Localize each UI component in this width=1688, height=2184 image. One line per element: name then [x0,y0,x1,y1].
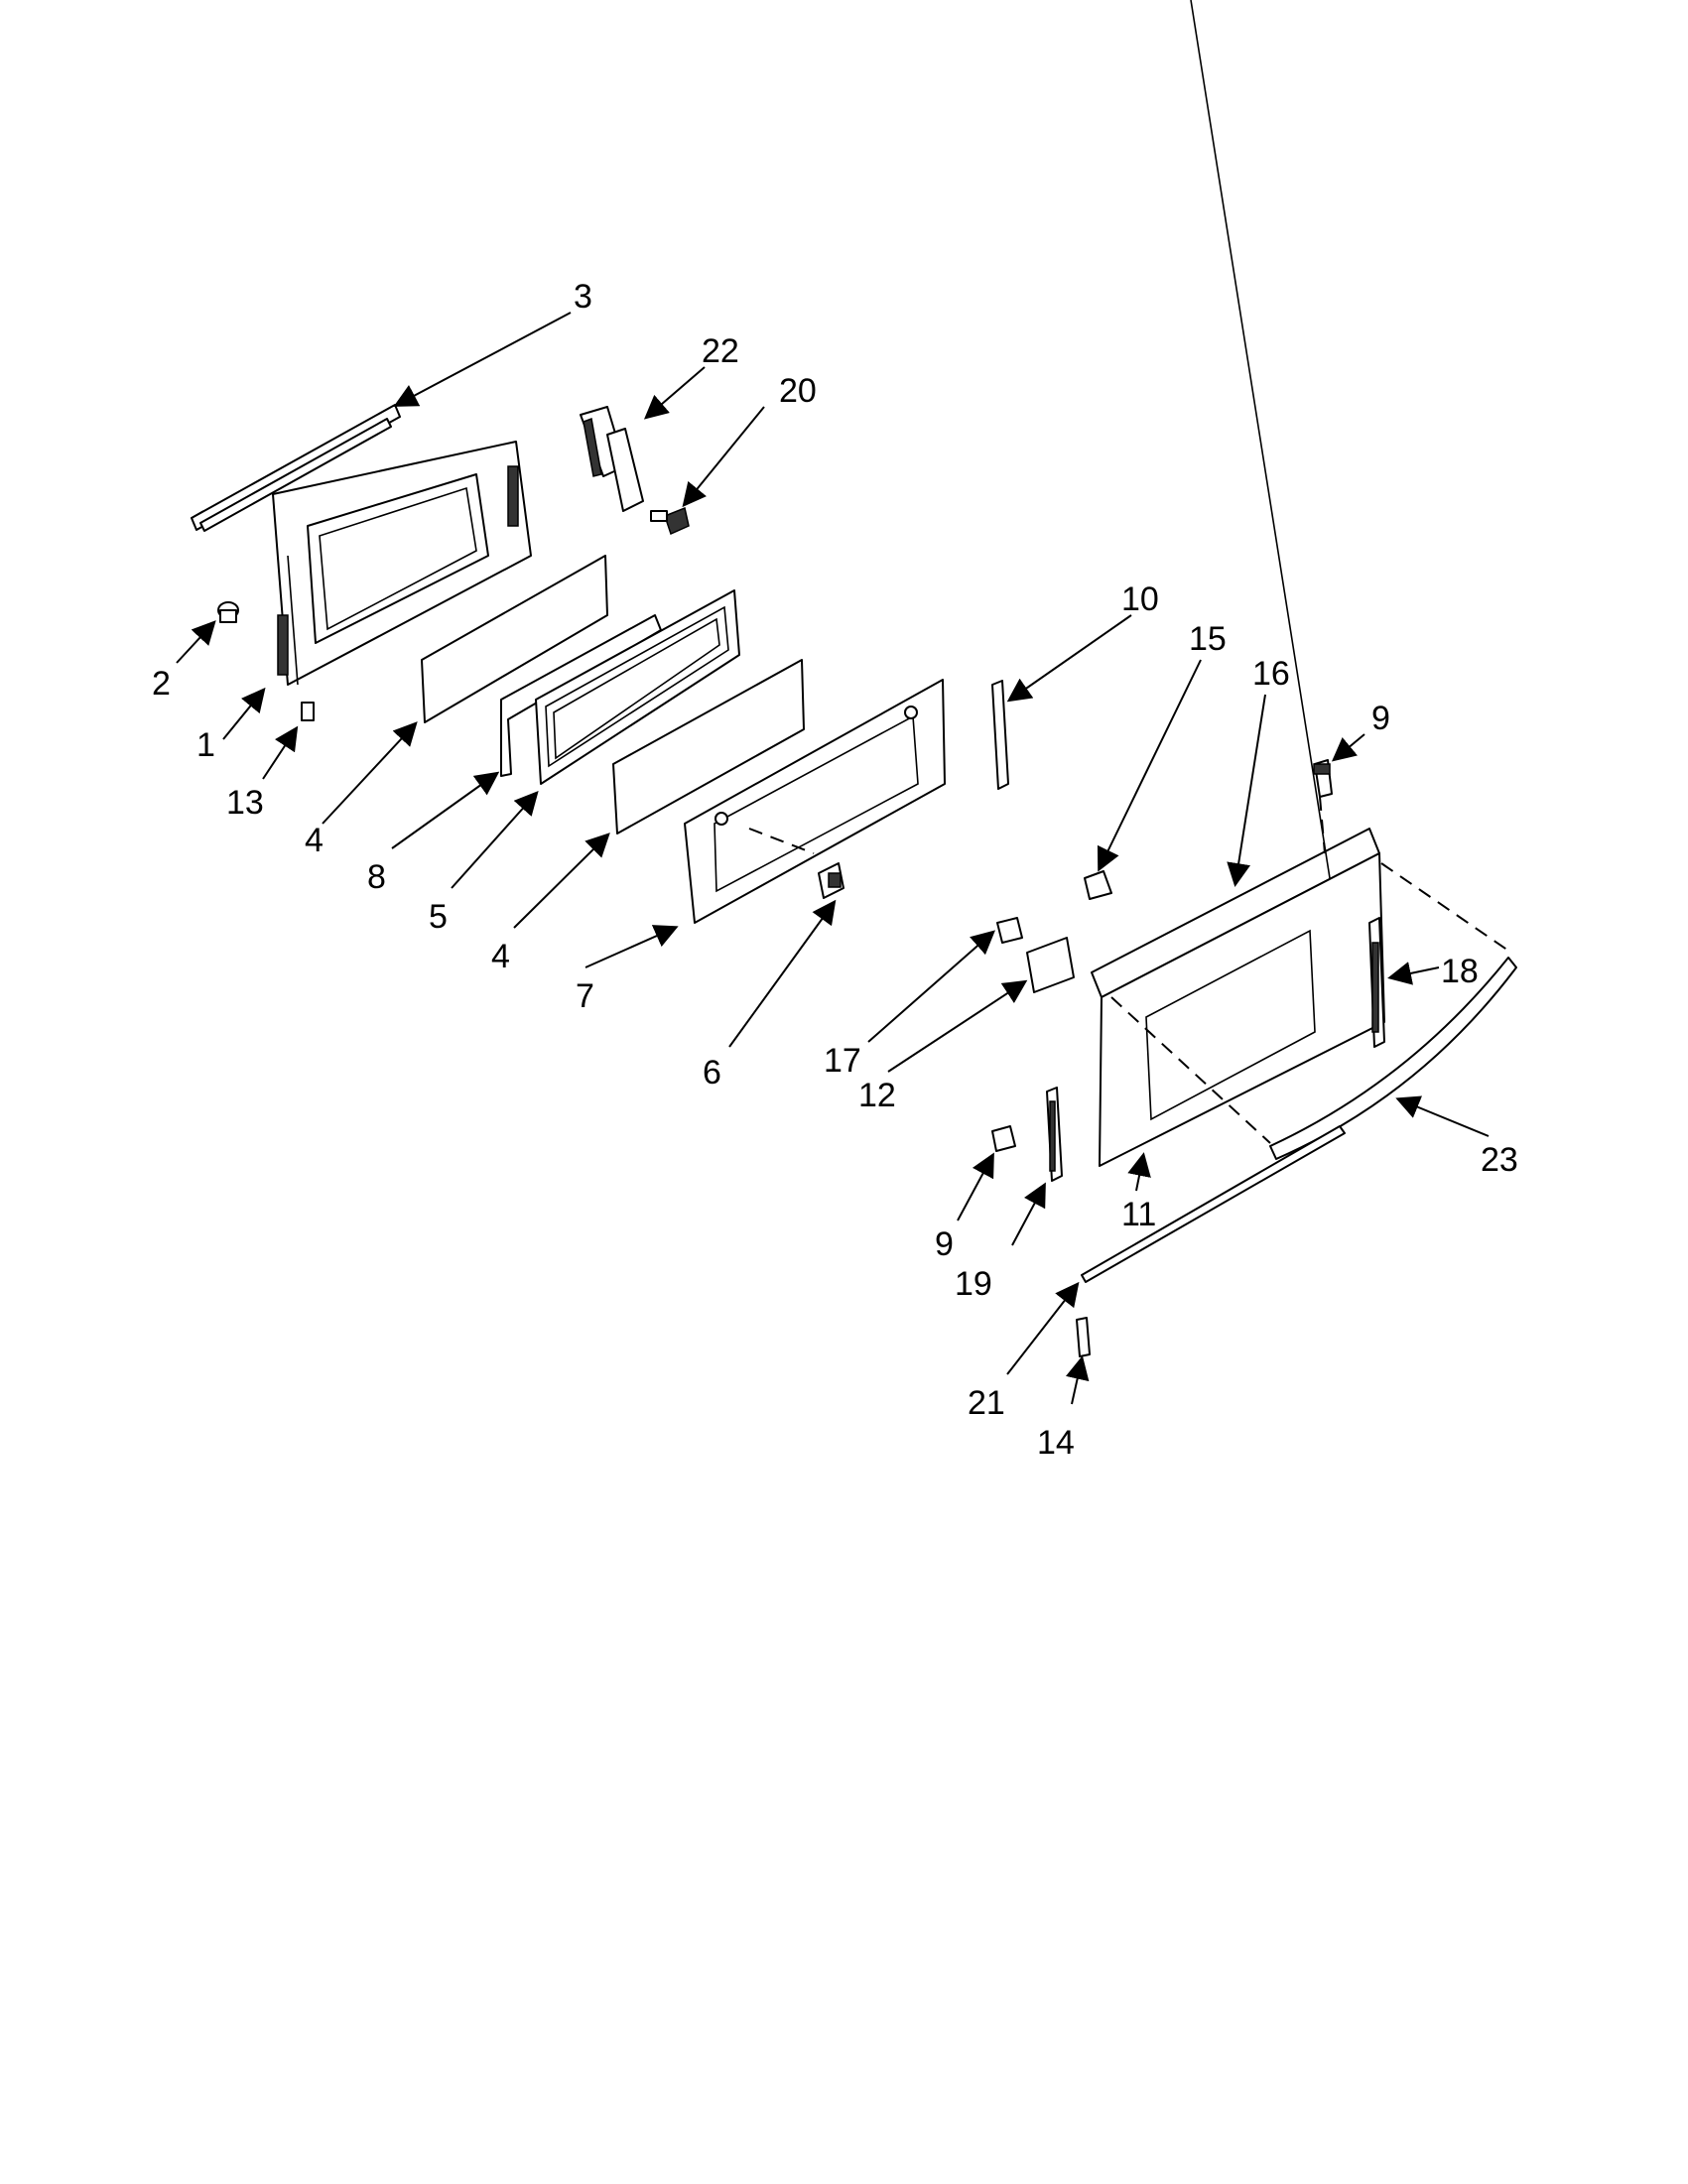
callout-13: 13 [226,784,264,822]
part-8-seal [500,614,662,777]
callout-22: 22 [702,332,739,370]
part-5-insulation-frame [535,589,740,785]
part-7-outer-panel [684,679,946,924]
part-10-bracket [991,680,1009,790]
part-4-glass-1 [421,555,608,723]
callout-19: 19 [955,1265,992,1303]
part-18-end-cap [1368,917,1385,1048]
part-9-screw-lower [991,1125,1016,1152]
part-21-trim-strip [1081,1125,1346,1283]
callout-5: 5 [429,898,448,936]
callout-7: 7 [576,977,594,1015]
alignment-line-3 [1110,996,1271,1144]
callout-9-top: 9 [1371,700,1390,737]
alignment-line-4 [1319,796,1326,854]
part-9-screw-top [1313,759,1333,798]
callout-4-b: 4 [491,938,510,975]
callout-18: 18 [1441,953,1479,990]
part-1-inner-frame [272,441,532,686]
callout-6: 6 [703,1054,721,1092]
callout-1: 1 [196,726,215,764]
callout-17: 17 [824,1042,861,1080]
callout-4-a: 4 [305,822,324,859]
callout-21: 21 [968,1384,1005,1422]
part-23-handle [1269,957,1517,1160]
callout-16: 16 [1252,655,1290,693]
callout-12: 12 [858,1077,896,1114]
part-19-end-trim [1046,1087,1063,1182]
part-13-clip [301,702,315,721]
part-17-screw [996,917,1023,944]
alignment-line-2 [1380,862,1509,952]
part-20-screw [650,506,690,536]
part-4-glass-2 [612,659,805,835]
part-2-bumper [217,601,239,623]
part-6-screw [818,862,844,899]
callout-2: 2 [152,665,171,703]
callout-10: 10 [1121,580,1159,618]
part-3-gasket [190,404,401,532]
alignment-line-1 [748,828,815,854]
callout-15: 15 [1189,620,1227,658]
part-15-screw [1084,870,1112,900]
callout-9-lower: 9 [935,1225,954,1263]
callout-20: 20 [779,372,817,410]
part-14-screw [1076,1317,1091,1357]
callout-11: 11 [1121,1196,1156,1233]
part-22-hinge [580,406,644,512]
callout-14: 14 [1037,1424,1075,1462]
part-16-outer-door [1091,0,1385,1167]
callout-labels: 3 22 20 2 1 13 4 8 5 4 7 6 10 15 16 9 18… [152,278,1518,1462]
callout-3: 3 [574,278,592,316]
callout-8: 8 [367,858,386,896]
callout-23: 23 [1481,1141,1518,1179]
part-12-clip [1026,937,1075,993]
leader-lines [176,312,1490,1405]
